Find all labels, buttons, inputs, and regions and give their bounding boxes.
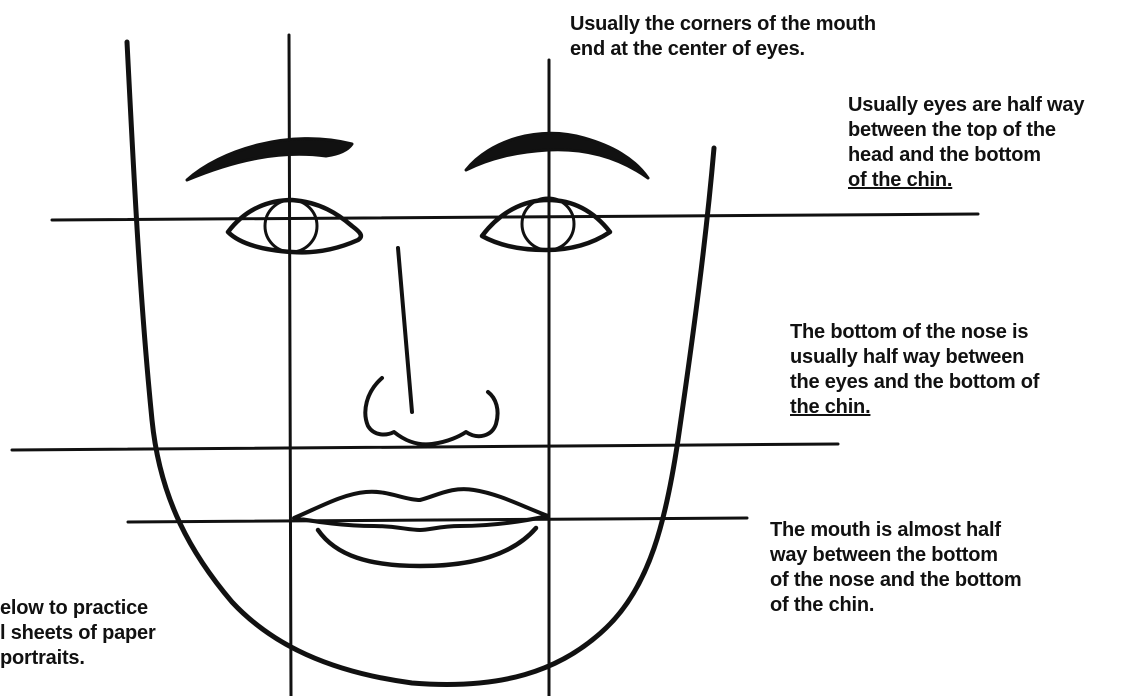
upper-lip: [294, 489, 548, 530]
annotation-line: the chin.: [790, 395, 1039, 420]
right-eye-outline: [482, 200, 610, 250]
annotation-line: portraits.: [0, 646, 156, 671]
horizontal-guide-eyes: [52, 214, 978, 220]
annotation-nose-halfway: The bottom of the nose is usually half w…: [790, 320, 1039, 420]
right-eyebrow: [466, 133, 648, 178]
annotation-mouth-corners: Usually the corners of the mouth end at …: [570, 12, 876, 62]
annotation-line: of the chin.: [770, 593, 1021, 618]
annotation-eyes-halfway: Usually eyes are half way between the to…: [848, 93, 1084, 193]
annotation-line: l sheets of paper: [0, 621, 156, 646]
left-eye-outline: [228, 200, 361, 252]
annotation-line: The bottom of the nose is: [790, 320, 1039, 345]
annotation-line: The mouth is almost half: [770, 518, 1021, 543]
annotation-line: of the chin.: [848, 168, 1084, 193]
annotation-line: way between the bottom: [770, 543, 1021, 568]
annotation-line: between the top of the: [848, 118, 1084, 143]
face-outline: [127, 42, 714, 684]
nose-bottom: [365, 378, 497, 444]
annotation-line: head and the bottom: [848, 143, 1084, 168]
nose-bridge: [398, 248, 412, 412]
annotation-line: the eyes and the bottom of: [790, 370, 1039, 395]
annotation-mouth-halfway: The mouth is almost half way between the…: [770, 518, 1021, 618]
annotation-line: end at the center of eyes.: [570, 37, 876, 62]
annotation-line: Usually eyes are half way: [848, 93, 1084, 118]
annotation-line: Usually the corners of the mouth: [570, 12, 876, 37]
annotation-line: of the nose and the bottom: [770, 568, 1021, 593]
left-eyebrow: [187, 139, 352, 180]
annotation-line: usually half way between: [790, 345, 1039, 370]
vertical-guide-left-eye: [289, 35, 291, 696]
horizontal-guide-mouth: [128, 518, 747, 522]
annotation-line: elow to practice: [0, 596, 156, 621]
annotation-practice-partial: elow to practice l sheets of paper portr…: [0, 596, 156, 671]
lower-lip: [318, 528, 536, 566]
